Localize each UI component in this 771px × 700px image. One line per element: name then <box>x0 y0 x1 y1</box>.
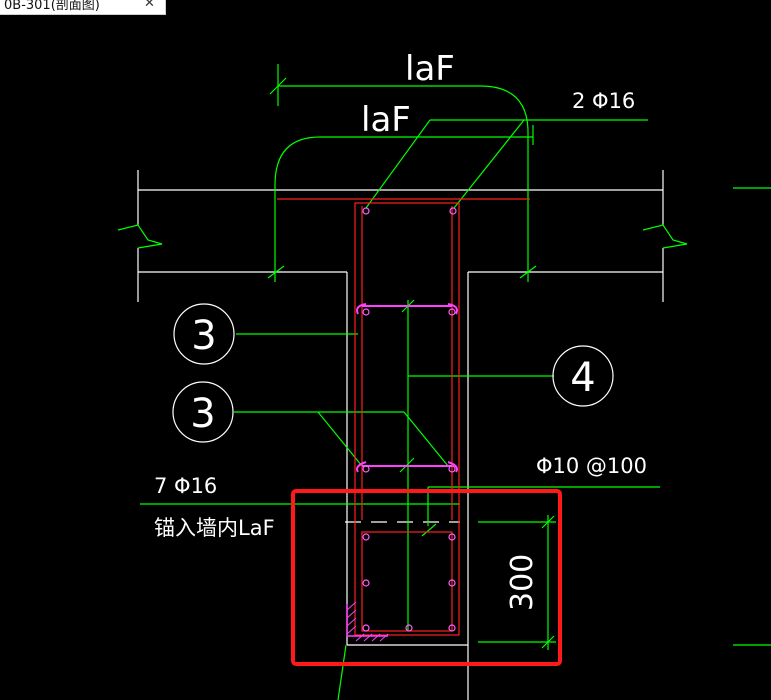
rebar-dots <box>362 207 457 632</box>
rebar-dot <box>362 533 370 541</box>
rebar-dot <box>362 624 370 632</box>
hatch-line <box>363 633 373 642</box>
laf-lower-arrow <box>267 265 285 279</box>
laf-upper-label: laF <box>405 49 455 89</box>
outer-stirrup <box>354 202 460 636</box>
left-break-symbol <box>117 224 163 249</box>
dimension-300-label: 300 <box>505 554 540 611</box>
callout-3-upper-circle <box>173 303 235 365</box>
callout-circles <box>172 303 614 443</box>
bottom-bars-label: 7 Φ16 <box>154 474 217 498</box>
slab-and-wall-outline <box>137 170 664 700</box>
dim-300-tick-top <box>541 515 555 529</box>
top-bars-leader-left <box>365 119 431 209</box>
break-symbols <box>117 224 688 249</box>
rebar-dot <box>449 207 457 215</box>
callout-3-lower-label: 3 <box>190 391 215 437</box>
slash-markers <box>399 299 437 537</box>
rebar-dot <box>448 308 456 316</box>
tie-bar-lower <box>356 461 458 473</box>
tab-title: 0B-301(剖面图) <box>4 0 100 13</box>
tie-bars <box>346 303 458 637</box>
rebar-dot <box>405 624 413 632</box>
rebar-dot <box>362 207 370 215</box>
hatch-line <box>355 633 365 642</box>
hatch-line <box>379 633 389 642</box>
hatch-line <box>346 609 357 619</box>
inner-stirrup <box>361 531 453 632</box>
callout-4-label: 4 <box>570 355 595 401</box>
laf-upper-arrow <box>269 77 287 95</box>
hatch-line <box>346 601 357 611</box>
top-bars-leader-right <box>453 119 525 209</box>
tab-bar: 0B-301(剖面图) ✕ <box>0 0 771 16</box>
highlight-box <box>291 489 562 666</box>
rebar-cage <box>277 198 530 636</box>
callout-3-upper-label: 3 <box>191 313 216 359</box>
laf-lower-bend-left <box>274 136 321 282</box>
bottom-corner-hatch-edge <box>346 604 388 637</box>
hatch-line <box>346 617 357 627</box>
anchor-note-label: 锚入墙内LaF <box>154 516 275 540</box>
rebar-dot <box>448 624 456 632</box>
laf-upper-arrow-bottom <box>519 265 537 279</box>
top-bars-label: 2 Φ16 <box>572 89 635 113</box>
rebar-dot <box>448 533 456 541</box>
callout-3-lower-circle <box>172 381 234 443</box>
right-break-symbol <box>642 224 688 249</box>
annotations: laF laF 2 Φ16 Φ10 @100 7 Φ16 锚入墙内LaF 300 <box>154 49 647 611</box>
laf-lower-label: laF <box>361 100 411 140</box>
rebar-dot <box>362 579 370 587</box>
dim-300-tick-bottom <box>541 635 555 649</box>
rebar-dot <box>448 579 456 587</box>
tab-section-drawing[interactable]: 0B-301(剖面图) ✕ <box>0 0 166 15</box>
laf-upper-bend-right <box>479 85 529 282</box>
callout-3-lower-leader-b <box>403 411 449 467</box>
stirrup-spec-label: Φ10 @100 <box>536 454 647 478</box>
callout-4-circle <box>552 345 614 407</box>
close-icon[interactable]: ✕ <box>144 0 155 11</box>
rebar-dot <box>362 308 370 316</box>
leader-lines <box>140 64 771 700</box>
bottom-corner-hatch <box>346 601 389 642</box>
rebar-dot <box>448 465 456 473</box>
slash-marker-low <box>421 523 437 537</box>
hatch-line <box>346 625 357 635</box>
callout-labels: 3 3 4 <box>190 313 595 437</box>
bottom-leader-diagonal <box>337 644 347 700</box>
hatch-line <box>371 633 381 642</box>
rebar-dot <box>362 465 370 473</box>
tie-bar-upper <box>356 303 458 315</box>
